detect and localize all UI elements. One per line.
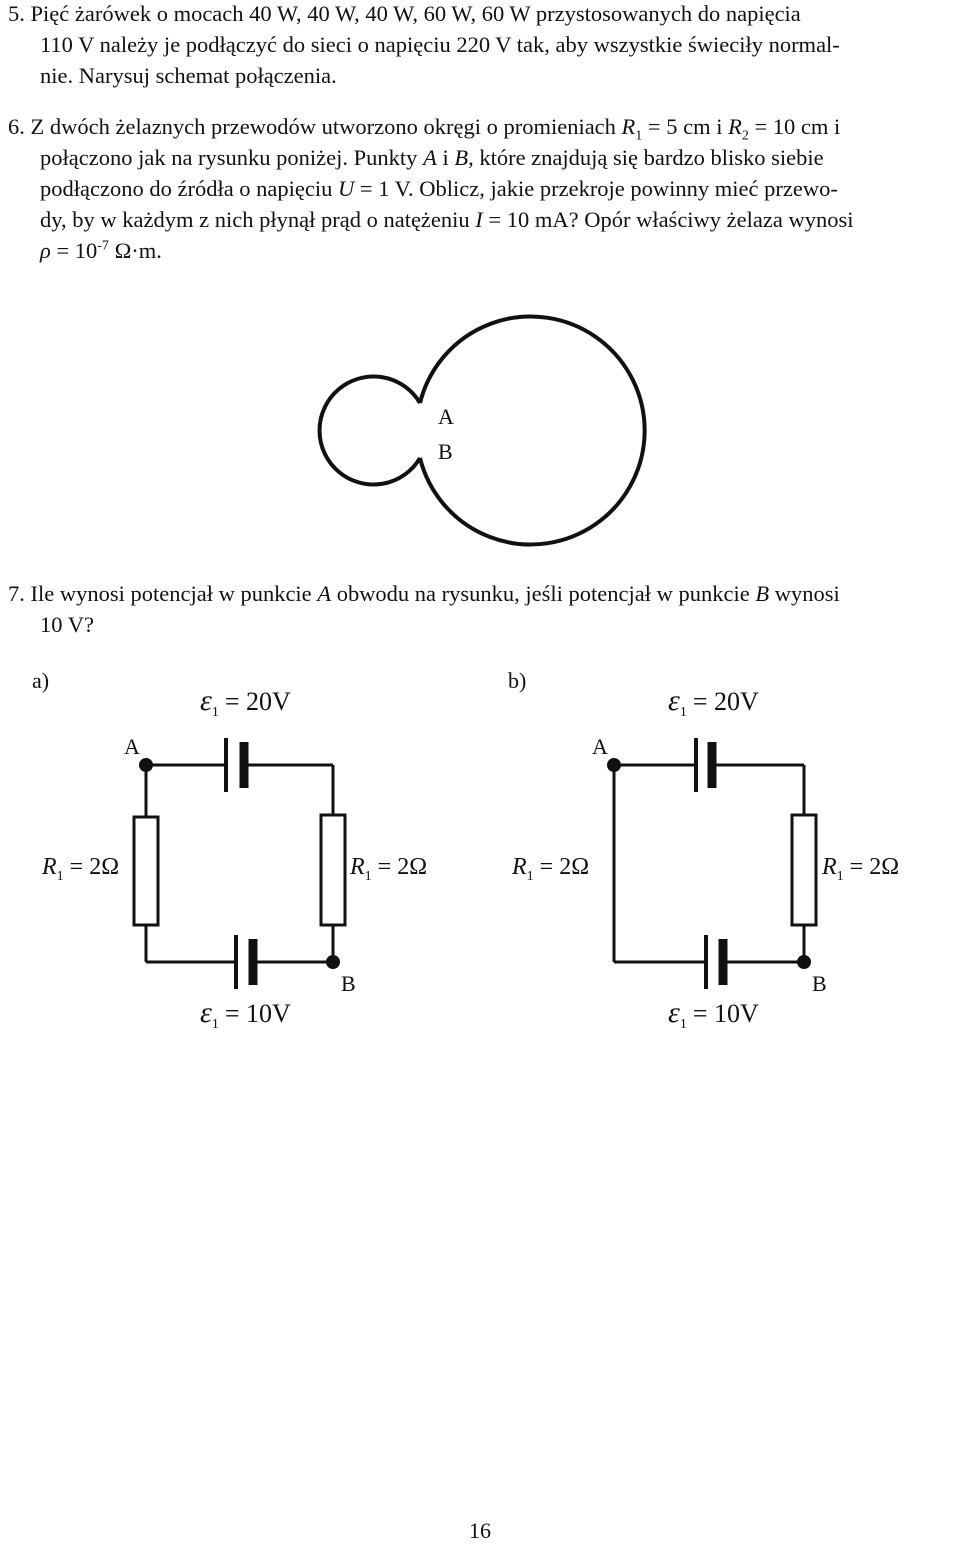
circuit-b: b) A B ε1= 20V ε1= 10V R1= 2Ω R1= 2Ω	[508, 668, 899, 1032]
circuit-wires	[144, 763, 335, 964]
point-b-label: B	[812, 971, 827, 996]
resistor-left-label: R1= 2Ω	[511, 854, 589, 884]
node-b	[797, 955, 811, 969]
small-circle	[317, 374, 422, 487]
emf-bottom-label: ε1= 10V	[668, 996, 759, 1032]
point-b-label: B	[341, 971, 356, 996]
resistor-left-label: R1= 2Ω	[41, 854, 119, 884]
problem-5-line-2: 110 V należy je podłączyć do sieci o nap…	[40, 32, 840, 57]
problem-6-line-1: 6. Z dwóch żelaznych przewodów utworzono…	[8, 114, 841, 144]
point-a-label: A	[124, 734, 140, 759]
circuit-a: a) A B ε1= 20V ε1= 10V R1= 2	[32, 668, 427, 1032]
page-number: 16	[469, 1518, 491, 1543]
circles-figure	[317, 314, 647, 547]
problem-7-line-1: 7. Ile wynosi potencjał w punkcie A obwo…	[8, 581, 840, 606]
point-a-label: A	[592, 734, 608, 759]
point-b-label: B	[438, 439, 453, 464]
problem-7-line-2: 10 V?	[40, 612, 94, 637]
problem-6-line-3: podłączono do źródła o napięciu U = 1 V.…	[40, 176, 838, 201]
problem-5-line-1: 5. Pięć żarówek o mocach 40 W, 40 W, 40 …	[8, 1, 801, 26]
node-b	[326, 955, 340, 969]
emf-top-label: ε1= 20V	[200, 684, 291, 720]
node-a	[607, 758, 621, 772]
large-circle	[418, 314, 647, 547]
point-a-label: A	[438, 404, 454, 429]
circuit-wires	[612, 763, 806, 964]
circuit-label: a)	[32, 668, 49, 693]
resistor-right	[319, 813, 347, 927]
problem-7: 7. Ile wynosi potencjał w punkcie A obwo…	[8, 578, 954, 640]
problem-number: 5.	[8, 1, 25, 26]
resistor-right	[790, 813, 818, 927]
problem-5: 5. Pięć żarówek o mocach 40 W, 40 W, 40 …	[8, 0, 954, 91]
problem-5-line-3: nie. Narysuj schemat połączenia.	[40, 63, 337, 88]
problem-6-line-5: ρ = 10-7 Ω·m.	[40, 238, 162, 263]
problem-6: 6. Z dwóch żelaznych przewodów utworzono…	[8, 111, 954, 266]
resistor-right-label: R1= 2Ω	[349, 854, 427, 884]
circuit-label: b)	[508, 668, 526, 693]
emf-bottom-label: ε1= 10V	[200, 996, 291, 1032]
emf-top-label: ε1= 20V	[668, 684, 759, 720]
resistor-left	[132, 815, 160, 927]
problem-6-line-4: dy, by w każdym z nich płynął prąd o nat…	[40, 207, 854, 232]
resistor-right-label: R1= 2Ω	[821, 854, 899, 884]
node-a	[139, 758, 153, 772]
problem-6-line-2: połączono jak na rysunku poniżej. Punkty…	[40, 145, 824, 170]
